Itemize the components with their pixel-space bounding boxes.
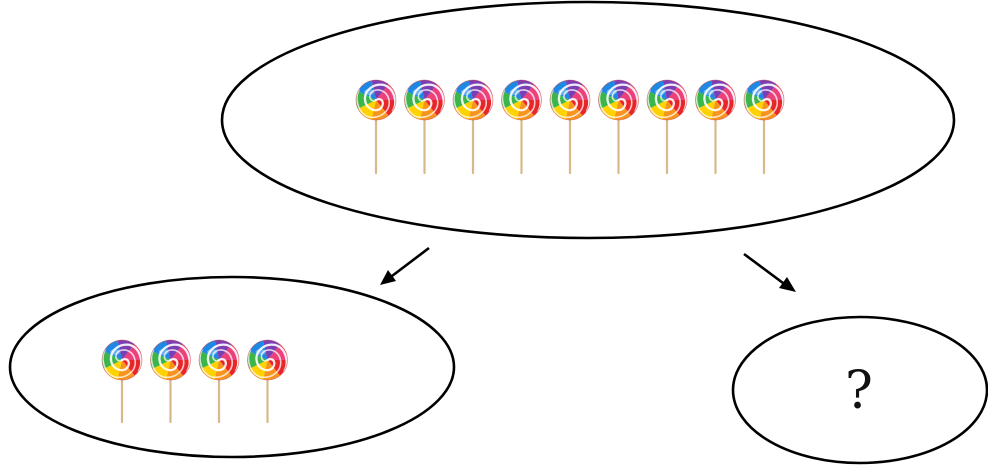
lollipop-candy: [453, 80, 493, 120]
whole-lollipop-group: [356, 80, 784, 175]
lollipop-candy: [599, 80, 639, 120]
lollipop-candy: [744, 80, 784, 120]
lollipop-icon: [151, 340, 191, 424]
lollipop-icon: [744, 80, 784, 175]
unknown-part-oval: [731, 315, 988, 465]
question-mark: ?: [845, 361, 873, 421]
lollipop-candy: [356, 80, 396, 120]
lollipop-icon: [647, 80, 687, 175]
whole-oval: [220, 0, 956, 240]
lollipop-icon: [502, 80, 542, 175]
lollipop-candy: [151, 340, 191, 380]
lollipop-candy: [550, 80, 590, 120]
lollipop-candy: [647, 80, 687, 120]
lollipop-icon: [102, 340, 142, 424]
lollipop-icon: [453, 80, 493, 175]
arrow-icon: [380, 246, 430, 285]
arrow-icon: [743, 252, 796, 292]
lollipop-icon: [356, 80, 396, 175]
lollipop-icon: [550, 80, 590, 175]
known-part-lollipop-group: [102, 340, 288, 424]
lollipop-candy: [199, 340, 239, 380]
lollipop-candy: [248, 340, 288, 380]
lollipop-icon: [199, 340, 239, 424]
lollipop-icon: [405, 80, 445, 175]
lollipop-candy: [502, 80, 542, 120]
lollipop-icon: [248, 340, 288, 424]
lollipop-candy: [696, 80, 736, 120]
lollipop-icon: [599, 80, 639, 175]
lollipop-candy: [102, 340, 142, 380]
lollipop-candy: [405, 80, 445, 120]
lollipop-icon: [696, 80, 736, 175]
